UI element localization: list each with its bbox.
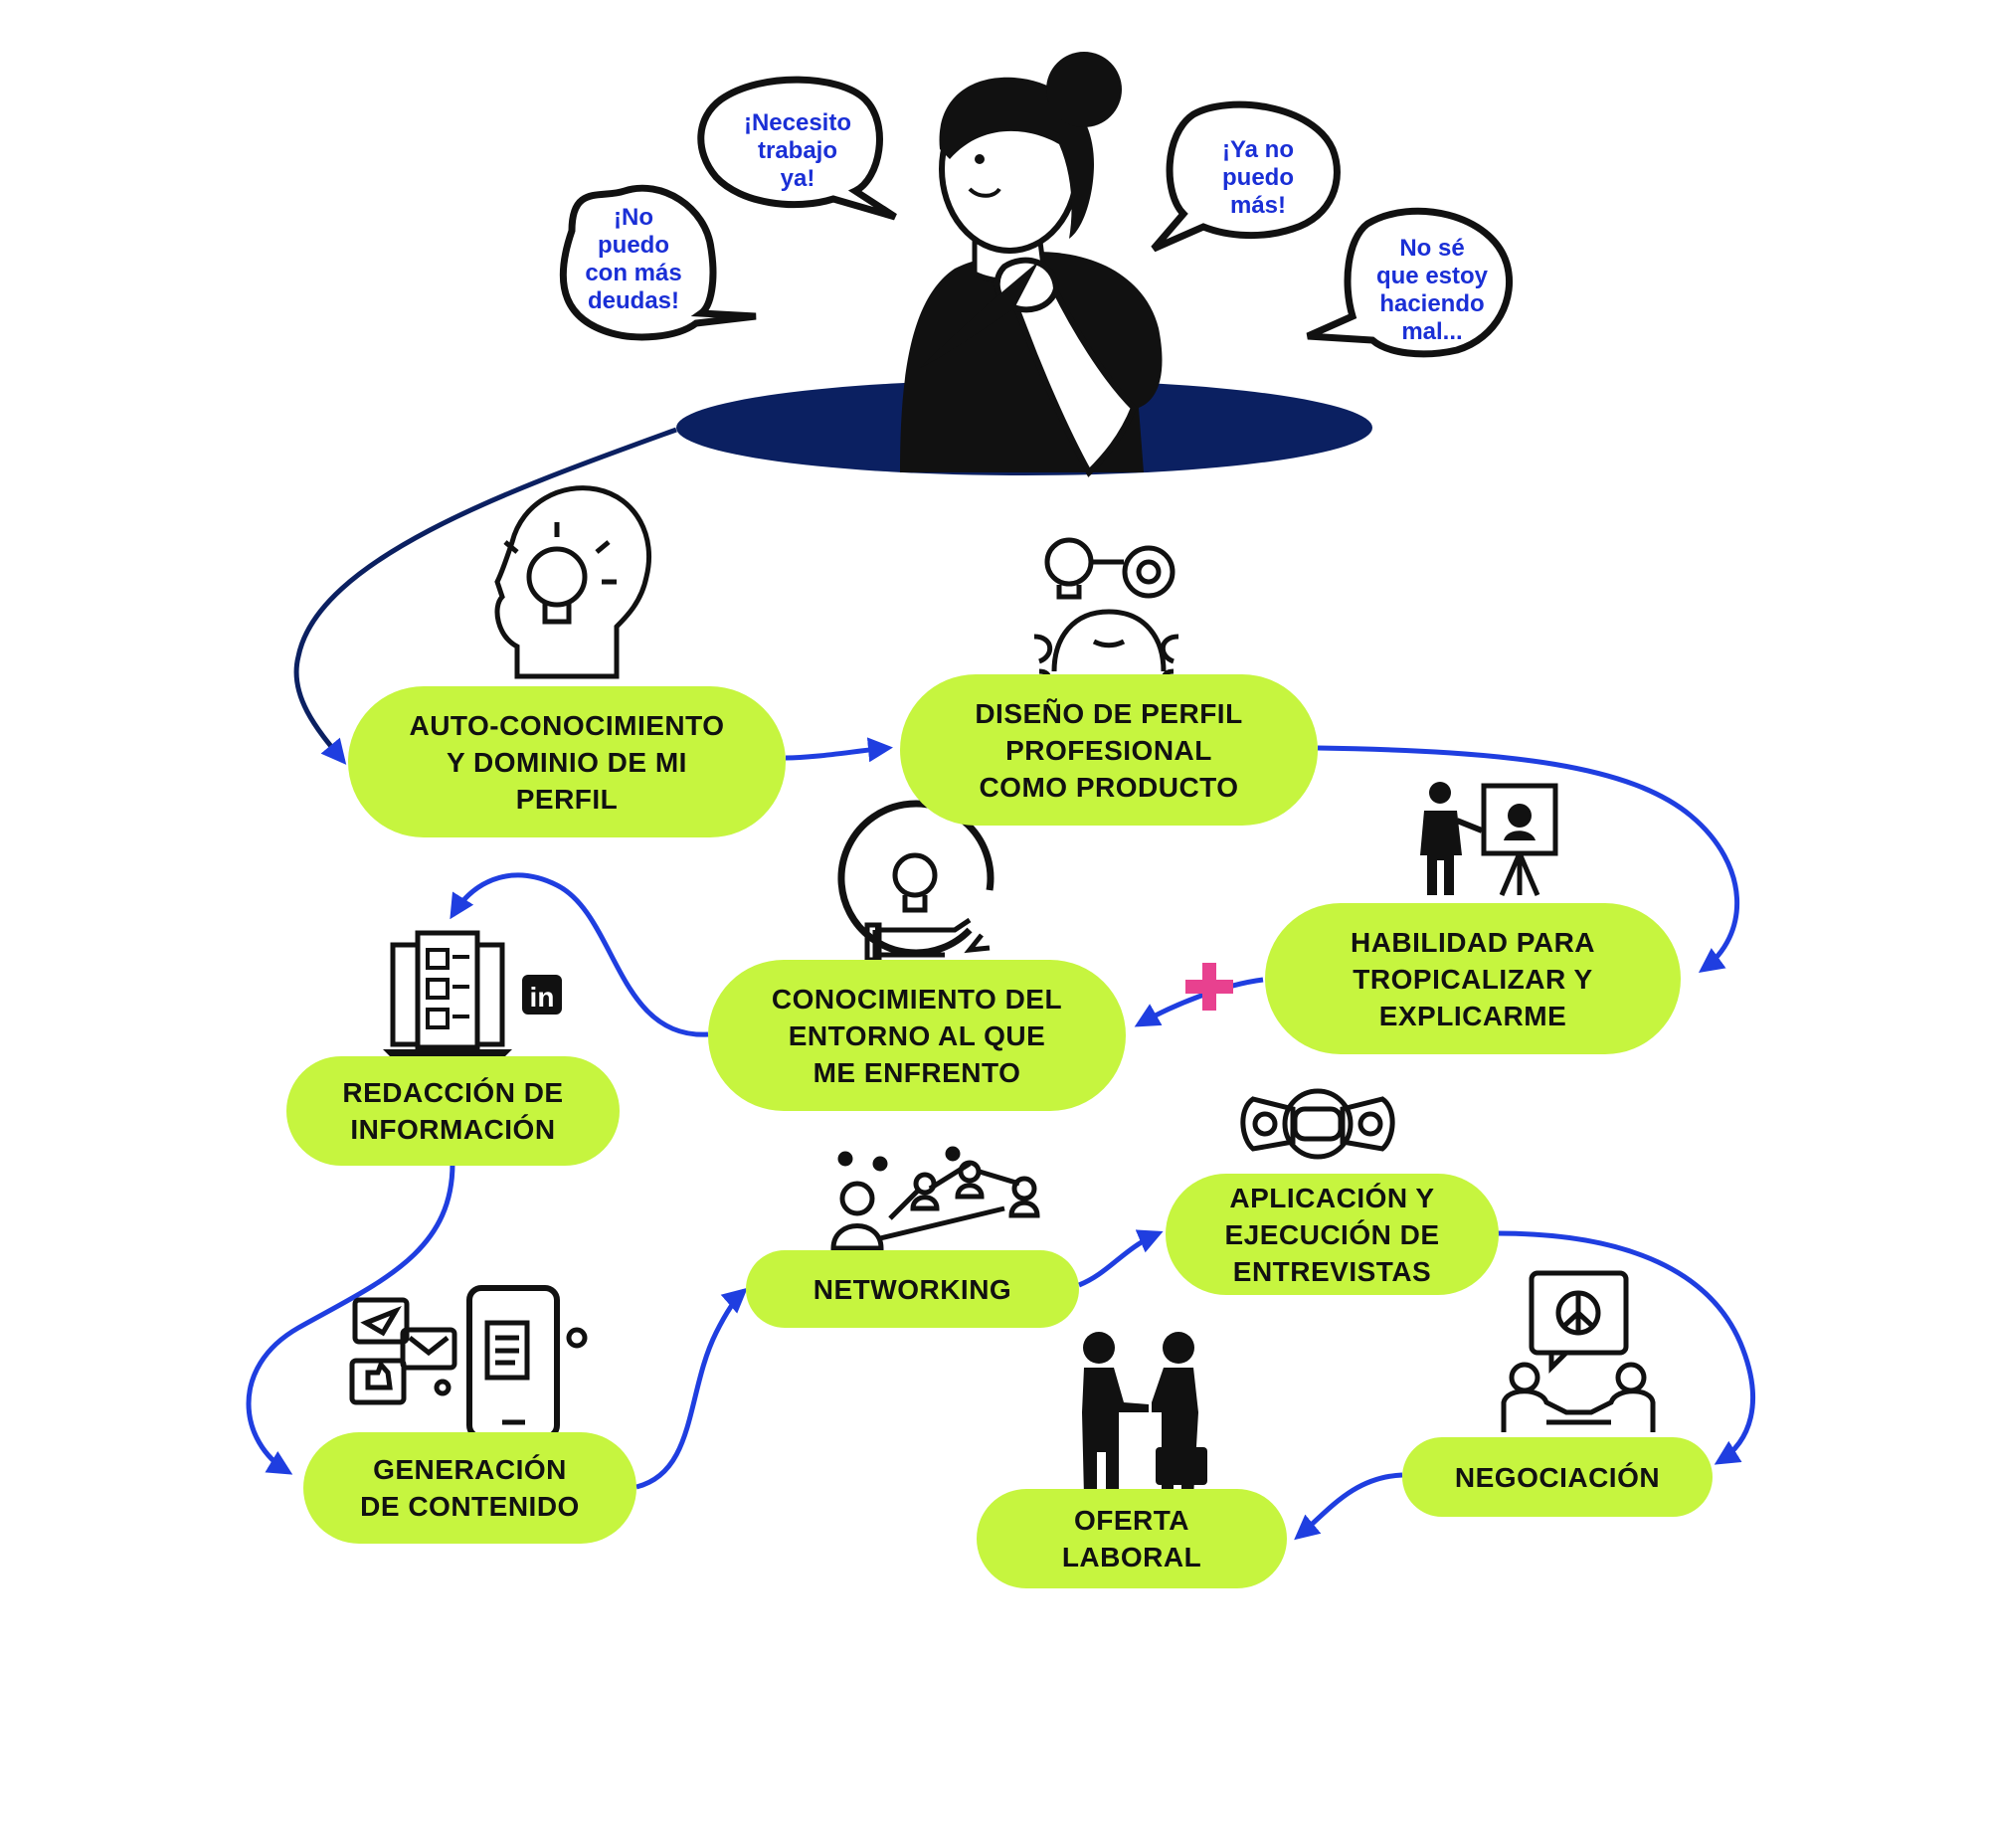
head-lightbulb-icon <box>494 485 652 679</box>
connector-habilidad-to-conocimiento <box>1134 977 1264 1027</box>
step-habilidad-tropicalizar: HABILIDAD PARA TROPICALIZAR Y EXPLICARME <box>1265 903 1681 1054</box>
resume-linkedin-icon: in <box>383 930 562 1059</box>
step-generacion-contenido: GENERACIÓN DE CONTENIDO <box>303 1432 636 1544</box>
connectors <box>246 427 1755 1541</box>
connector-auto-to-diseno <box>785 737 893 763</box>
head-idea-gear-icon <box>1033 537 1179 689</box>
speech-bubble-no-se <box>1306 207 1514 358</box>
step-conocimiento-entorno: CONOCIMIENTO DEL ENTORNO AL QUE ME ENFRE… <box>708 960 1126 1111</box>
handshake-icon <box>1240 1088 1395 1160</box>
connector-diseno-to-habilidad <box>1317 745 1740 973</box>
step-negociacion: NEGOCIACIÓN <box>1402 1437 1713 1517</box>
connector-redaccion-to-generacion <box>246 1163 455 1475</box>
step-redaccion-informacion: REDACCIÓN DE INFORMACIÓN <box>286 1056 620 1166</box>
presenter-board-icon <box>1420 782 1558 896</box>
bubble-text-necesito: ¡Necesito trabajo ya! <box>743 109 852 192</box>
step-oferta-laboral: OFERTA LABORAL <box>977 1489 1287 1588</box>
step-networking: NETWORKING <box>746 1250 1079 1328</box>
smartphone-social-icon <box>349 1285 588 1440</box>
woman-illustration <box>676 52 1372 477</box>
speech-bubble-necesito <box>697 76 897 221</box>
bubble-text-no-se: No sé que estoy haciendo mal... <box>1375 235 1489 345</box>
connector-entrevistas-to-negociacion <box>1496 1230 1755 1465</box>
meeting-peace-icon <box>1501 1270 1656 1432</box>
business-handshake-icon <box>1082 1332 1207 1497</box>
bubble-text-ya-no: ¡Ya no puedo más! <box>1221 136 1294 219</box>
speech-bubble-ya-no <box>1151 100 1341 253</box>
bubble-text-no-puedo: ¡No puedo con más deudas! <box>585 204 682 314</box>
plus-icon <box>1185 963 1233 1011</box>
connector-networking-to-entrevistas <box>1078 1229 1164 1288</box>
step-diseno-perfil: DISEÑO DE PERFIL PROFESIONAL COMO PRODUC… <box>900 674 1318 826</box>
step-auto-conocimiento: AUTO-CONOCIMIENTO Y DOMINIO DE MI PERFIL <box>348 686 786 837</box>
step-entrevistas: APLICACIÓN Y EJECUCIÓN DE ENTREVISTAS <box>1166 1174 1499 1295</box>
linkedin-icon: in <box>530 982 555 1013</box>
connector-conocimiento-to-redaccion <box>450 872 709 1037</box>
speech-bubble-no-puedo <box>559 184 757 341</box>
hand-lightbulb-icon <box>837 800 994 963</box>
connector-negociacion-to-oferta <box>1294 1472 1403 1541</box>
people-network-icon <box>830 1146 1040 1251</box>
connector-generacion-to-networking <box>635 1287 748 1490</box>
connector-hole-to-auto <box>293 427 677 765</box>
